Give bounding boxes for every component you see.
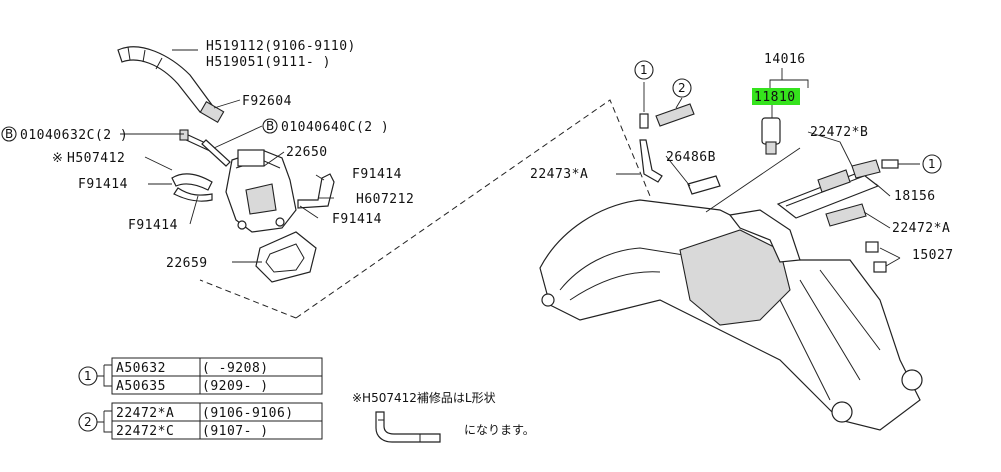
label-22472b: 22472*B — [810, 125, 868, 140]
clip-2 — [655, 103, 695, 127]
table-1-marker-text: 1 — [84, 369, 92, 383]
dashed-connection — [199, 99, 651, 319]
label-h519112: H519112(9106-9110) — [206, 39, 356, 54]
hose-clamp — [199, 101, 225, 123]
label-asterisk: ※ — [52, 151, 63, 166]
throttle-body — [225, 149, 297, 233]
label-f91414-bottom: F91414 — [128, 218, 178, 233]
callout-2-text: 2 — [678, 81, 686, 95]
label-f92604: F92604 — [242, 94, 292, 109]
table-2-marker-text: 2 — [84, 415, 92, 429]
label-15027: 15027 — [912, 248, 954, 263]
callout-1-right — [922, 154, 942, 174]
label-f91414-left: F91414 — [78, 177, 128, 192]
part-26486b — [687, 175, 721, 195]
bolt-right — [201, 139, 231, 167]
label-22473a: 22473*A — [530, 167, 588, 182]
b-marker-right — [262, 118, 278, 134]
injector-clips-lower — [825, 203, 867, 227]
small-hose-left — [171, 173, 213, 202]
label-11810: 11810 — [754, 90, 796, 105]
note-line-1: ※H507412補修品はL形状 — [352, 390, 496, 405]
table-2-row-2-part: 22472*C — [116, 424, 174, 439]
label-h607212: H607212 — [356, 192, 414, 207]
note-line-2: になります。 — [464, 423, 535, 437]
injector-clips-upper — [817, 159, 881, 193]
label-22650: 22650 — [286, 145, 328, 160]
table-1-row-1-part: A50632 — [116, 361, 166, 376]
gasket — [255, 231, 317, 283]
bracket — [639, 139, 663, 183]
callout-1-top-text: 1 — [640, 63, 648, 77]
table-1: 1 A50632 ( -9208) A50635 (9209- ) — [78, 357, 323, 395]
label-22659: 22659 — [166, 256, 208, 271]
bolt-top-right — [881, 159, 899, 169]
label-01040632c: 01040632C(2 ) — [20, 128, 128, 143]
intake-hose — [117, 46, 213, 113]
label-18156: 18156 — [894, 189, 936, 204]
b-marker-right-text: B — [266, 119, 274, 133]
table-2-row-1-part: 22472*A — [116, 406, 174, 421]
leaders-left — [120, 49, 334, 263]
label-26486b: 26486B — [666, 150, 716, 165]
small-hose-right — [297, 173, 335, 209]
callout-1-right-text: 1 — [928, 157, 936, 171]
callout-1-top — [634, 60, 654, 80]
intake-manifold — [539, 199, 923, 431]
label-14016: 14016 — [764, 52, 806, 67]
label-h507412: H507412 — [67, 151, 125, 166]
table-1-row-1-range: ( -9208) — [202, 361, 269, 376]
b-marker-left — [1, 126, 17, 142]
table-1-row-2-range: (9209- ) — [202, 379, 269, 394]
table-1-row-2-part: A50635 — [116, 379, 166, 394]
table-2-row-1-range: (9106-9106) — [202, 406, 294, 421]
plugs-15027 — [865, 241, 887, 273]
label-f91414-right-bottom: F91414 — [332, 212, 382, 227]
sensor-11810 — [761, 117, 781, 155]
l-shaped-hose — [375, 411, 441, 443]
label-f91414-right-top: F91414 — [352, 167, 402, 182]
table-2-row-2-range: (9107- ) — [202, 424, 269, 439]
callout-2 — [672, 78, 692, 98]
leaders-right — [616, 68, 920, 267]
table-2: 2 22472*A (9106-9106) 22472*C (9107- ) — [78, 402, 323, 440]
highlight-11810 — [752, 88, 800, 105]
b-marker-left-text: B — [5, 127, 13, 141]
label-22472a: 22472*A — [892, 221, 950, 236]
label-h519051: H519051(9111- ) — [206, 55, 331, 70]
bolt-top-left — [639, 113, 649, 129]
label-01040640c: 01040640C(2 ) — [281, 120, 389, 135]
